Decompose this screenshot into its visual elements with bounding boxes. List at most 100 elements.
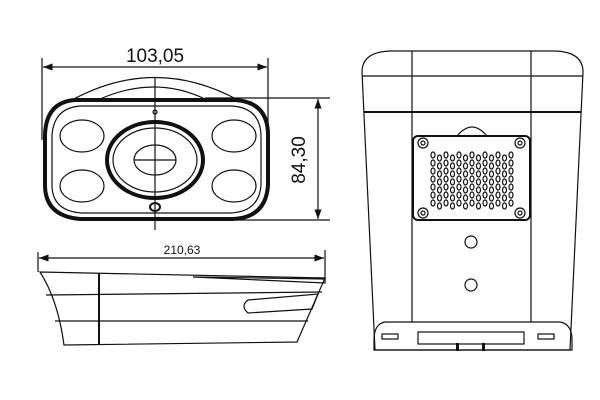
side-body-outline [38, 271, 326, 346]
mount-tab [456, 126, 488, 137]
base-notch [482, 343, 485, 351]
dome-inner [99, 86, 206, 100]
grille-hole [508, 167, 514, 175]
grille-hole [449, 194, 456, 202]
grille-hole [462, 154, 469, 162]
grille-hole [508, 183, 514, 191]
grille-hole [469, 167, 475, 175]
grille-hole [449, 170, 456, 178]
screw [417, 137, 526, 219]
sensor-dot [152, 109, 158, 115]
speaker-plate [412, 135, 531, 221]
side-visor [192, 276, 326, 284]
grille-hole [495, 151, 501, 159]
grille-hole [430, 191, 436, 199]
grille-hole [456, 191, 462, 199]
grille-hole [482, 151, 488, 159]
dome-outer [71, 76, 239, 101]
side-view: 210,63 [37, 243, 326, 346]
back-outline [361, 50, 584, 351]
ir-led [211, 169, 257, 203]
grille-hole [456, 159, 462, 167]
grille-hole [436, 170, 443, 178]
grille-hole [469, 183, 475, 191]
grille-hole [501, 154, 508, 162]
height-dimension-label: 84,30 [289, 136, 310, 184]
grille-hole [469, 175, 475, 183]
grille-hole [501, 178, 508, 186]
grille-hole [430, 151, 436, 159]
grille-hole [443, 167, 449, 175]
grille-hole [488, 154, 495, 162]
grille-hole [488, 186, 495, 194]
ir-led [59, 169, 105, 203]
grille-hole [462, 170, 469, 178]
grille-hole [443, 175, 449, 183]
grille-hole [436, 186, 443, 194]
side-line [45, 291, 323, 296]
grille-hole [508, 175, 514, 183]
grille-hole [443, 199, 449, 207]
ir-led [211, 119, 257, 153]
grille-hole [475, 178, 482, 186]
base-plate [373, 321, 573, 351]
speaker-grille [430, 151, 514, 210]
grille-hole [469, 199, 475, 207]
grille-hole [495, 199, 501, 207]
grille-hole [462, 178, 469, 186]
body-inner-outline [51, 105, 262, 214]
grille-hole [501, 170, 508, 178]
grille-hole [462, 202, 469, 210]
grille-hole [482, 159, 488, 167]
grille-hole [508, 199, 514, 207]
grille-hole [495, 167, 501, 175]
grille-hole [475, 170, 482, 178]
length-dimension-label: 210,63 [164, 243, 201, 257]
grille-hole [449, 154, 456, 162]
grille-hole [495, 183, 501, 191]
body-outline [43, 98, 270, 221]
grille-hole [430, 199, 436, 207]
grille-hole [488, 178, 495, 186]
grille-hole [430, 167, 436, 175]
side-slot [243, 293, 319, 314]
grille-hole [508, 159, 514, 167]
grille-hole [469, 151, 475, 159]
grille-hole [495, 191, 501, 199]
connector-slot [417, 331, 525, 345]
grille-hole [482, 175, 488, 183]
grille-hole [456, 199, 462, 207]
grille-hole [501, 162, 508, 170]
base-notch [456, 343, 459, 351]
grille-hole [488, 194, 495, 202]
grille-hole [475, 154, 482, 162]
grille-hole [501, 202, 508, 210]
grille-hole [482, 167, 488, 175]
base-tab [381, 333, 399, 340]
grille-hole [456, 167, 462, 175]
grille-hole [462, 194, 469, 202]
grille-hole [469, 159, 475, 167]
grille-hole [475, 162, 482, 170]
grille-hole [475, 194, 482, 202]
grille-hole [462, 162, 469, 170]
grille-hole [469, 191, 475, 199]
grille-hole [443, 151, 449, 159]
grille-hole [475, 186, 482, 194]
grille-hole [436, 154, 443, 162]
grille-hole [501, 194, 508, 202]
grille-hole [462, 186, 469, 194]
grille-hole [482, 199, 488, 207]
grille-hole [430, 159, 436, 167]
grille-hole [475, 202, 482, 210]
back-view [361, 50, 584, 351]
light-sensor [149, 202, 161, 212]
mount-hole [464, 278, 478, 292]
grille-hole [436, 178, 443, 186]
grille-hole [456, 183, 462, 191]
grille-hole [488, 170, 495, 178]
ir-led [59, 119, 105, 153]
width-dimension-label: 103,05 [126, 46, 184, 67]
base-tab [537, 333, 555, 340]
grille-hole [508, 151, 514, 159]
